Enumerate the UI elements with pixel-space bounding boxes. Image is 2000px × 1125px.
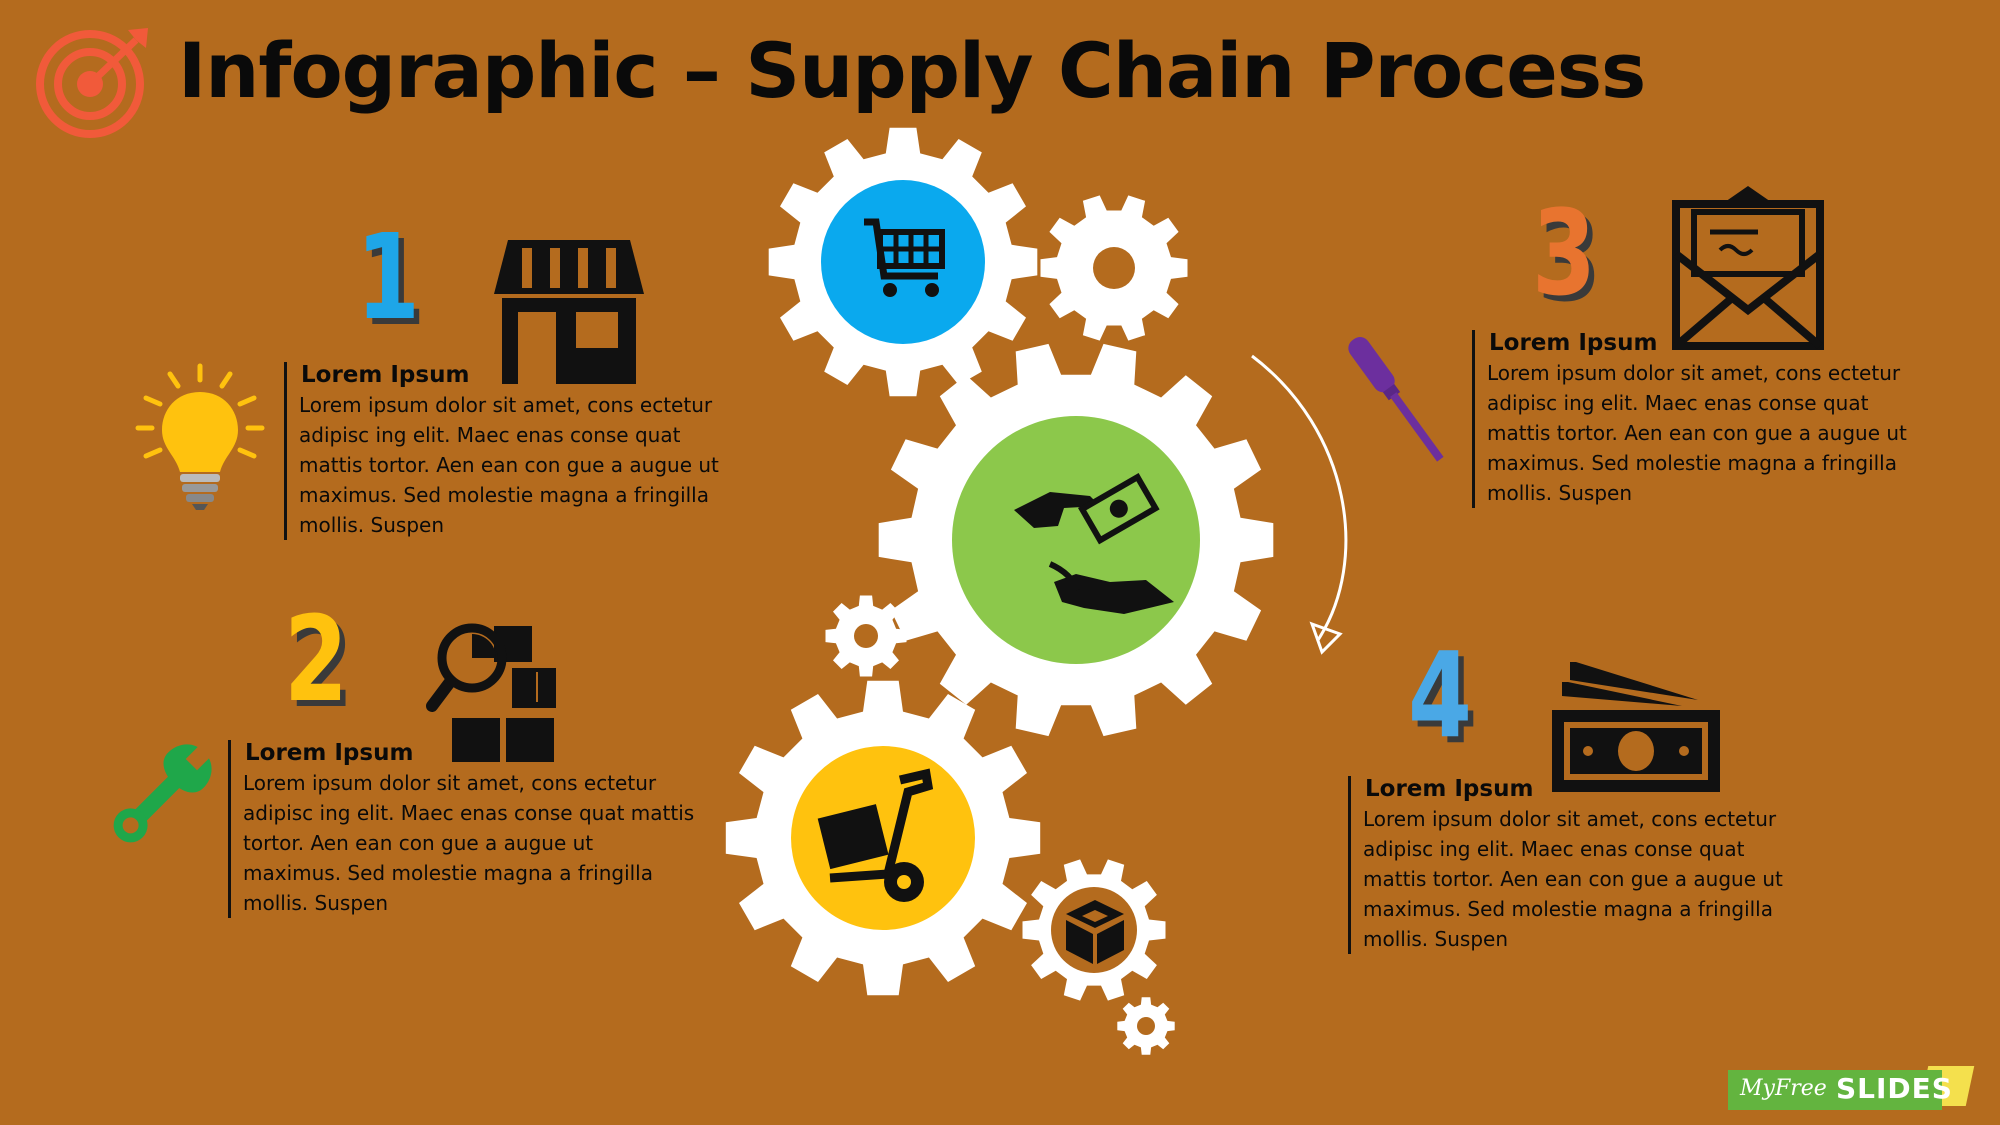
step-4-body: Lorem ipsum dolor sit amet, cons ectetur…: [1363, 807, 1783, 951]
step-2-number: 2: [284, 590, 349, 728]
storefront-icon: [494, 240, 644, 384]
gear-tiny-bottom-center: [1137, 1017, 1155, 1035]
hand-truck-icon: [817, 768, 934, 902]
step-4-heading: Lorem Ipsum: [1365, 776, 1534, 802]
wrench-icon: [113, 743, 213, 843]
myfreeslides-logo: MyFree SLIDES: [1728, 1064, 1978, 1114]
step-4-number: 4: [1408, 626, 1473, 764]
payment-hands-icon: [1014, 473, 1174, 614]
page-title: Infographic – Supply Chain Process: [178, 26, 1646, 115]
step-2-text: Lorem Ipsum Lorem ipsum dolor sit amet, …: [228, 740, 694, 918]
step-3-body: Lorem ipsum dolor sit amet, cons ectetur…: [1487, 361, 1907, 505]
step-1-number: 1: [356, 208, 421, 346]
logo-part2: SLIDES: [1836, 1072, 1953, 1105]
step-3-heading: Lorem Ipsum: [1489, 330, 1658, 356]
gear-cart-center: [821, 180, 985, 344]
gear-tiny-left-center: [854, 624, 878, 648]
step-1-text: Lorem Ipsum Lorem ipsum dolor sit amet, …: [284, 362, 719, 540]
step-1-body: Lorem ipsum dolor sit amet, cons ectetur…: [299, 393, 719, 537]
step-3-number: 3: [1532, 184, 1597, 322]
package-box-icon: [1066, 900, 1124, 964]
banknote-icon: [1552, 662, 1720, 792]
step-2-heading: Lorem Ipsum: [245, 740, 414, 766]
process-arrow: [1251, 354, 1348, 641]
logo-part1: MyFree: [1740, 1076, 1827, 1101]
screwdriver-icon: [1348, 337, 1444, 462]
target-icon: [36, 28, 148, 138]
inventory-search-icon: [426, 623, 556, 762]
step-4-text: Lorem Ipsum Lorem ipsum dolor sit amet, …: [1348, 776, 1783, 954]
gear-small-top-center: [1093, 247, 1135, 289]
step-2-body: Lorem ipsum dolor sit amet, cons ectetur…: [243, 771, 695, 915]
lightbulb-icon: [135, 363, 265, 510]
envelope-letter-icon: [1672, 186, 1824, 350]
step-3-text: Lorem Ipsum Lorem ipsum dolor sit amet, …: [1472, 330, 1907, 508]
shopping-cart-icon: [864, 218, 945, 297]
step-1-heading: Lorem Ipsum: [301, 362, 470, 388]
